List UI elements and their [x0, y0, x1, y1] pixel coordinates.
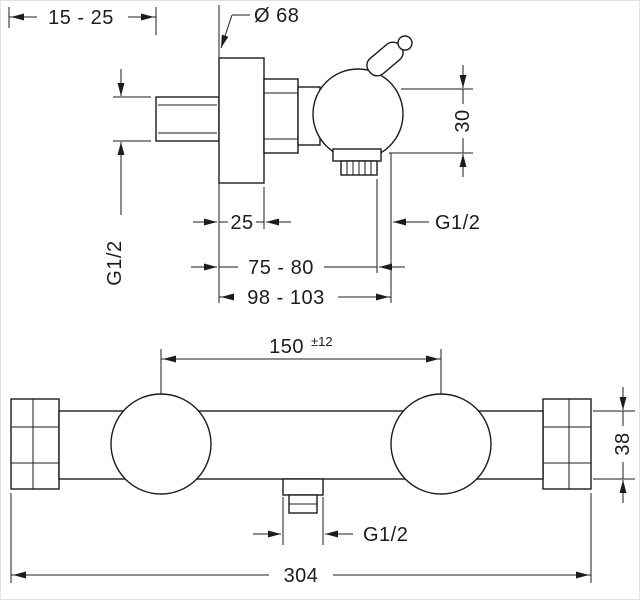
dim-label: 150 [269, 336, 304, 358]
dim-label: Ø 68 [254, 5, 299, 27]
dim-overall-width: 304 [10, 493, 592, 587]
dim-label: 38 [612, 432, 634, 455]
dim-escutcheon-depth: 25 [193, 187, 291, 234]
dim-label: 98 - 103 [247, 287, 324, 309]
dim-body-height: 38 [593, 387, 635, 503]
front-view: 150 ±12 38 G1/2 [10, 334, 635, 587]
dim-supply-thread-left: G1/2 [104, 69, 151, 286]
right-escutcheon [390, 393, 492, 495]
left-escutcheon [110, 393, 212, 495]
outlet-thread [332, 148, 382, 176]
union-nut [263, 78, 299, 154]
supply-pipe [155, 96, 220, 142]
dim-label: 30 [452, 109, 474, 132]
right-wall-union [542, 398, 592, 490]
dim-tolerance-label: ±12 [311, 334, 333, 349]
dim-wall-depth: 15 - 25 [9, 6, 156, 29]
dim-label: 304 [284, 565, 319, 587]
dim-label: 15 - 25 [48, 7, 114, 29]
handle-knob [312, 68, 404, 160]
shower-outlet [282, 478, 324, 514]
dim-depth-75-80: 75 - 80 [191, 179, 405, 279]
left-wall-union [10, 398, 60, 490]
escutcheon-disc [218, 57, 265, 184]
dim-depth-98-103: 98 - 103 [219, 287, 391, 309]
dim-offset-30: 30 [389, 65, 474, 177]
top-view: 15 - 25 Ø 68 G1/2 30 [8, 5, 480, 309]
thread-label: G1/2 [435, 212, 480, 234]
thread-label: G1/2 [363, 524, 408, 546]
dim-center-distance: 150 ±12 [160, 334, 442, 395]
dim-label: 75 - 80 [248, 257, 314, 279]
dim-escutcheon-diameter: Ø 68 [220, 5, 299, 49]
lever-hook [397, 35, 413, 51]
thread-label: G1/2 [104, 240, 126, 285]
dim-outlet-thread-right: G1/2 [390, 153, 480, 303]
dim-outlet-thread: G1/2 [253, 497, 408, 546]
dim-label: 25 [230, 212, 253, 234]
